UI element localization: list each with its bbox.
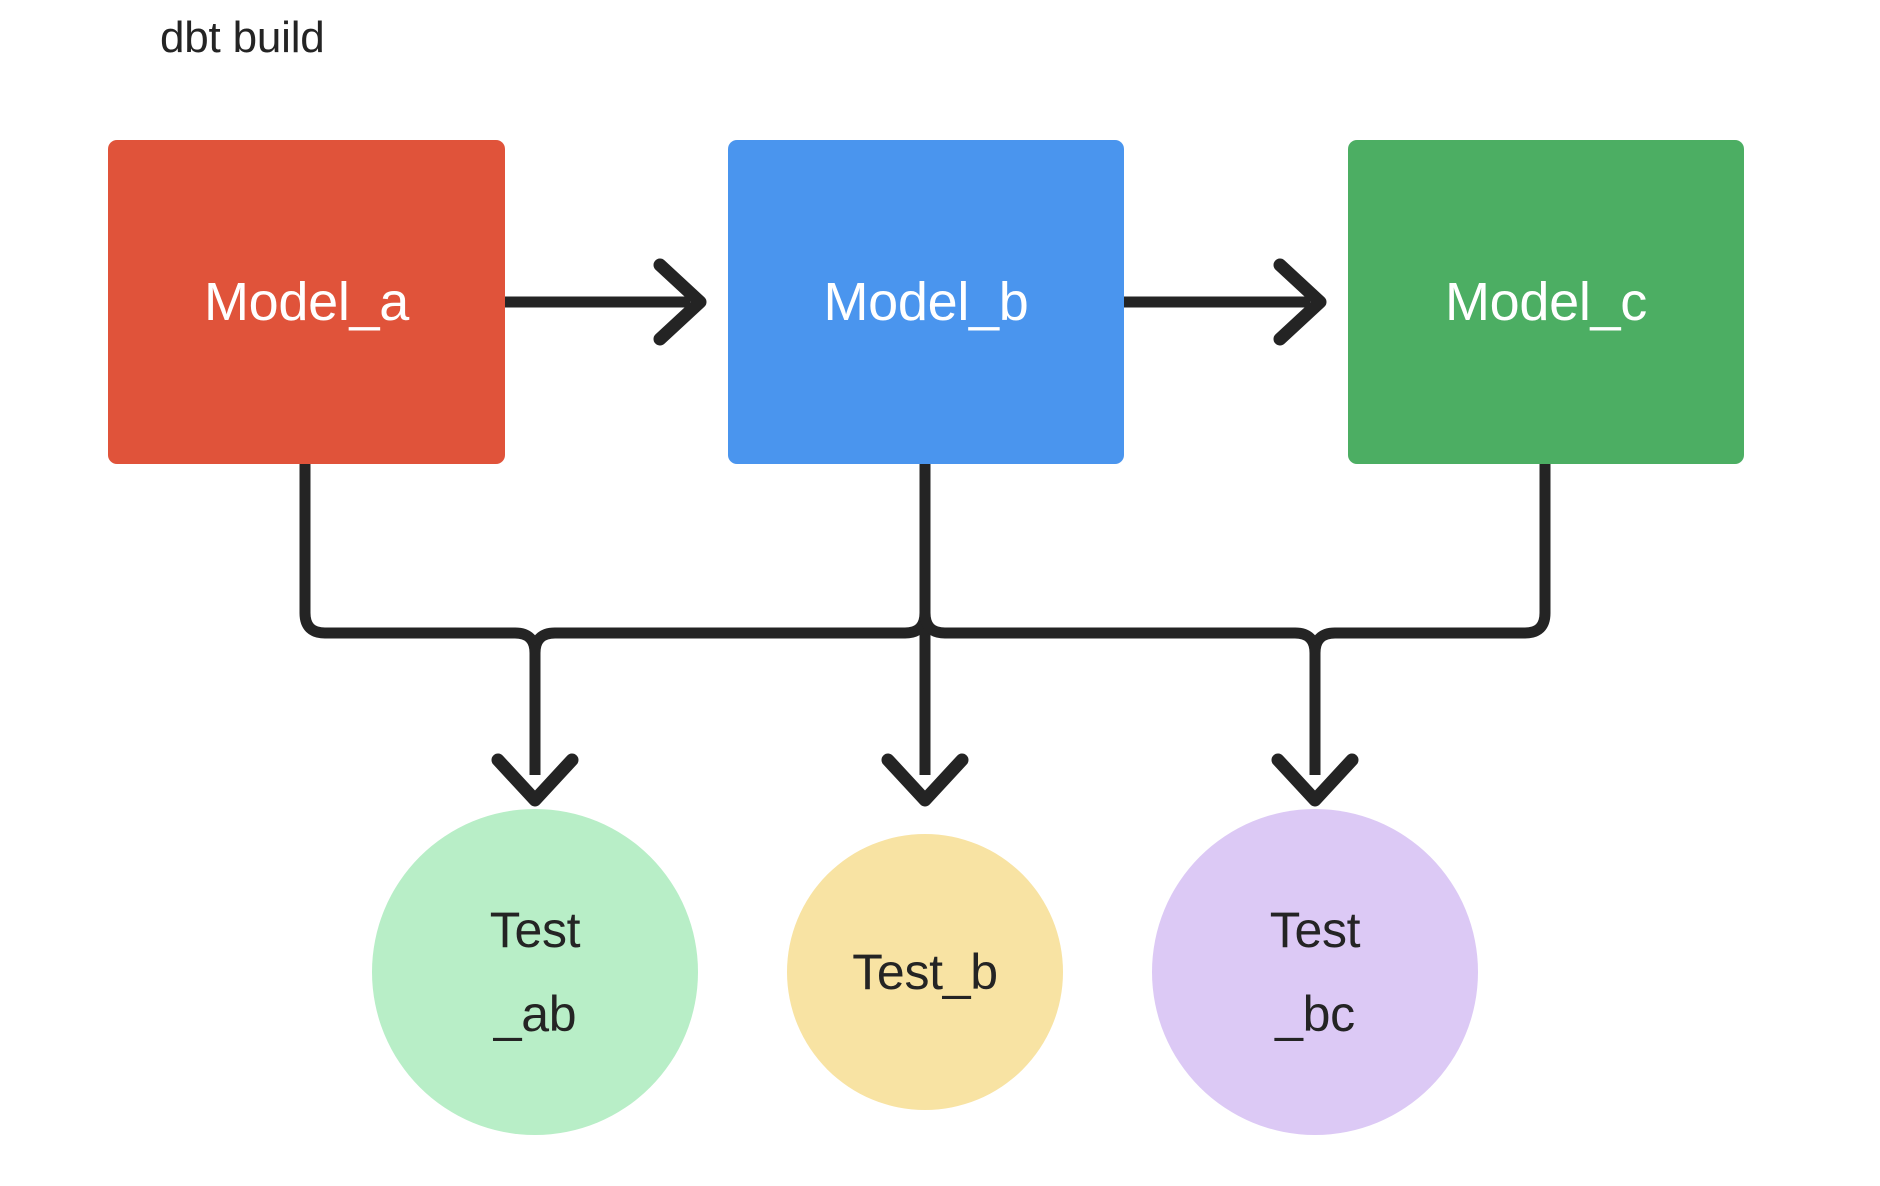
edge-model-b-test-ab: [529, 464, 931, 654]
edge-model-a-model-b: [505, 258, 707, 346]
node-test-ab-label-line1: Test: [489, 902, 581, 958]
edge-model-b-test-bc: [919, 612, 1321, 775]
diagram-title: dbt build: [160, 13, 325, 62]
node-test-bc[interactable]: Test _bc: [1152, 809, 1478, 1135]
node-test-ab[interactable]: Test _ab: [372, 809, 698, 1135]
edge-model-a-test-ab: [299, 464, 541, 775]
node-test-bc-label-line1: Test: [1269, 902, 1361, 958]
arrowhead-test-b-icon: [881, 753, 969, 807]
node-test-bc-label-line2: _bc: [1275, 986, 1355, 1042]
edge-model-c-test-bc: [1309, 464, 1551, 654]
node-model-b[interactable]: Model_b: [728, 140, 1124, 464]
arrowhead-test-ab-icon: [491, 753, 579, 807]
node-test-b[interactable]: Test_b: [787, 834, 1063, 1110]
node-test-b-label-line1: Test_b: [852, 944, 998, 1000]
edge-model-b-model-c: [1124, 258, 1327, 346]
arrowhead-test-bc-icon: [1271, 753, 1359, 807]
node-model-c[interactable]: Model_c: [1348, 140, 1744, 464]
node-model-a[interactable]: Model_a: [108, 140, 505, 464]
node-test-ab-label-line2: _ab: [493, 986, 577, 1042]
node-model-a-label: Model_a: [203, 272, 410, 332]
node-model-c-label: Model_c: [1444, 272, 1647, 332]
node-model-b-label: Model_b: [823, 272, 1029, 332]
